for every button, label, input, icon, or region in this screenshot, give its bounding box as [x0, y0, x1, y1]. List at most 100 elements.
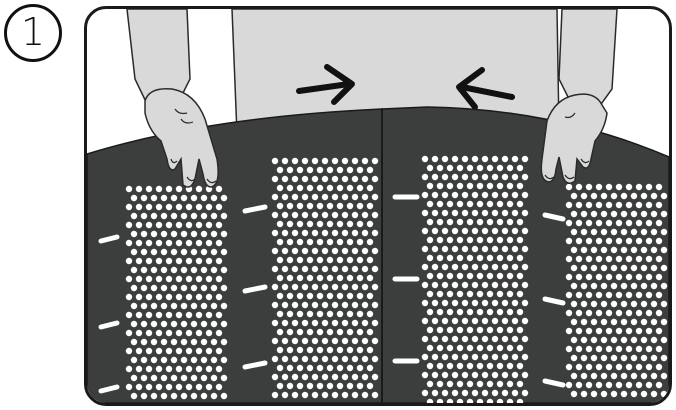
perforation-hole — [180, 320, 188, 328]
perforation-hole — [185, 221, 193, 229]
perforation-hole — [346, 202, 354, 210]
perforation-hole — [361, 265, 369, 273]
perforation-hole — [195, 239, 203, 247]
perforation-hole — [605, 273, 613, 281]
perforation-hole — [496, 290, 504, 298]
perforation-hole — [461, 227, 469, 235]
perforation-hole — [316, 256, 324, 264]
perforation-hole — [501, 245, 509, 253]
perforation-hole — [311, 391, 319, 399]
perforation-hole — [516, 182, 524, 190]
perforation-hole — [431, 281, 439, 289]
perforation-hole — [655, 345, 663, 353]
perforation-hole — [511, 173, 519, 181]
arrow-left-icon — [456, 67, 515, 110]
perforation-hole — [150, 266, 158, 274]
perforation-hole — [321, 319, 329, 327]
perforation-hole — [446, 326, 454, 334]
perforation-hole — [446, 398, 454, 403]
perforation-hole — [301, 175, 309, 183]
perforation-hole — [456, 380, 464, 388]
perforation-hole — [471, 317, 479, 325]
perforation-hole — [155, 293, 163, 301]
perforation-hole — [296, 310, 304, 318]
perforation-hole — [140, 284, 148, 292]
perforation-hole — [565, 183, 573, 191]
perforation-hole — [486, 290, 494, 298]
perforation-hole — [446, 290, 454, 298]
perforation-hole — [456, 344, 464, 352]
perforation-hole — [180, 284, 188, 292]
perforation-hole — [346, 220, 354, 228]
perforation-hole — [501, 389, 509, 397]
perforation-hole — [580, 210, 588, 218]
perforation-hole — [660, 210, 668, 218]
perforation-hole — [175, 329, 183, 337]
perforation-hole — [521, 173, 529, 181]
perforation-hole — [140, 320, 148, 328]
perforation-hole — [580, 390, 588, 398]
perforation-hole — [466, 218, 474, 226]
perforation-hole — [570, 282, 578, 290]
perforation-hole — [496, 164, 504, 172]
perforation-hole — [185, 257, 193, 265]
perforation-hole — [506, 380, 514, 388]
perforation-hole — [436, 254, 444, 262]
perforation-hole — [426, 272, 434, 280]
perforation-hole — [521, 245, 529, 253]
perforation-hole — [130, 230, 138, 238]
perforation-hole — [655, 327, 663, 335]
perforation-hole — [271, 301, 279, 309]
perforation-hole — [620, 246, 628, 254]
perforation-hole — [271, 355, 279, 363]
perforation-hole — [496, 254, 504, 262]
perforation-hole — [195, 203, 203, 211]
perforation-hole — [436, 200, 444, 208]
perforation-hole — [451, 299, 459, 307]
perforation-hole — [476, 272, 484, 280]
perforation-hole — [461, 335, 469, 343]
perforation-hole — [570, 192, 578, 200]
perforation-hole — [291, 247, 299, 255]
perforation-hole — [366, 256, 374, 264]
perforation-hole — [511, 227, 519, 235]
perforation-hole — [486, 326, 494, 334]
perforation-hole — [441, 299, 449, 307]
perforation-hole — [130, 356, 138, 364]
perforation-hole — [630, 354, 638, 362]
perforation-hole — [331, 265, 339, 273]
perforation-hole — [341, 157, 349, 165]
perforation-hole — [351, 175, 359, 183]
perforation-hole — [436, 272, 444, 280]
perforation-hole — [301, 355, 309, 363]
perforation-hole — [595, 345, 603, 353]
perforation-hole — [481, 317, 489, 325]
perforation-hole — [165, 275, 173, 283]
perforation-hole — [486, 272, 494, 280]
perforation-hole — [311, 301, 319, 309]
perforation-hole — [145, 311, 153, 319]
perforation-hole — [276, 346, 284, 354]
perforation-hole — [511, 245, 519, 253]
perforation-hole — [281, 193, 289, 201]
perforation-hole — [286, 274, 294, 282]
perforation-hole — [575, 219, 583, 227]
perforation-hole — [635, 201, 643, 209]
perforation-hole — [506, 182, 514, 190]
perforation-hole — [215, 311, 223, 319]
perforation-hole — [220, 284, 228, 292]
perforation-hole — [625, 327, 633, 335]
perforation-hole — [461, 191, 469, 199]
perforation-hole — [346, 310, 354, 318]
perforation-hole — [595, 201, 603, 209]
perforation-hole — [655, 237, 663, 245]
perforation-hole — [140, 266, 148, 274]
perforation-hole — [645, 273, 653, 281]
perforation-hole — [451, 389, 459, 397]
perforation-hole — [600, 246, 608, 254]
perforation-hole — [630, 300, 638, 308]
perforation-hole — [190, 194, 198, 202]
perforation-hole — [650, 372, 658, 380]
perforation-hole — [150, 392, 158, 400]
perforation-hole — [645, 345, 653, 353]
